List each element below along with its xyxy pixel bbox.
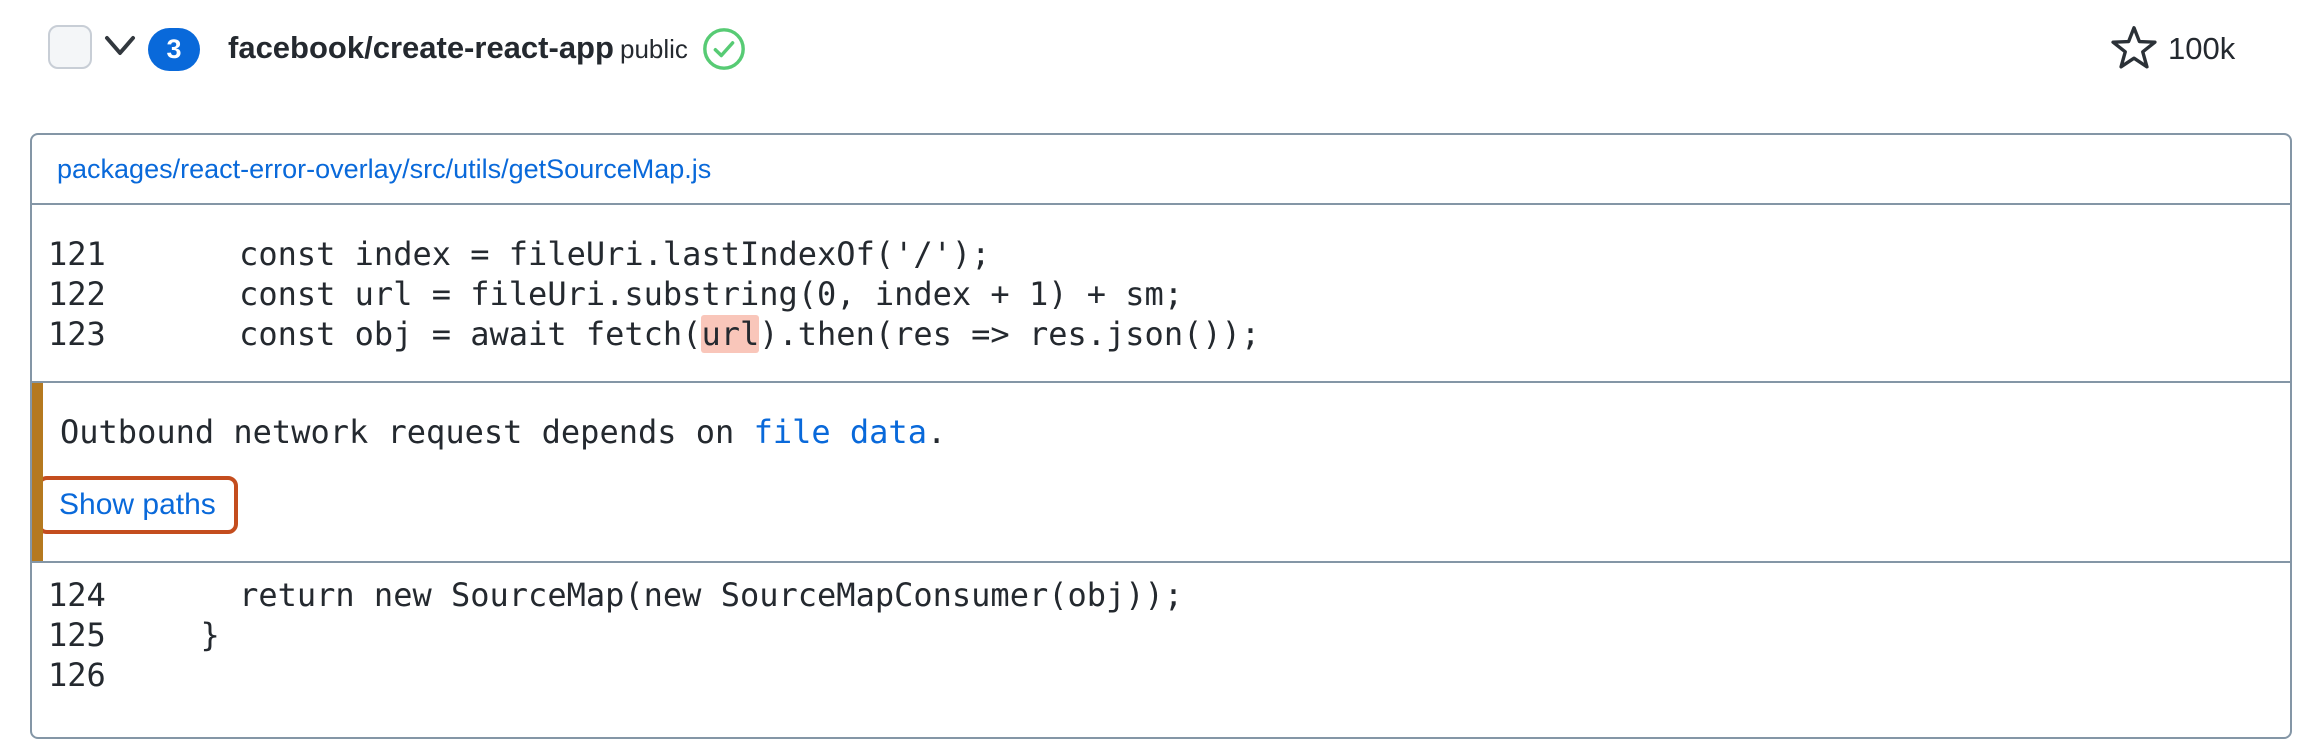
- code-line: 124 return new SourceMap(new SourceMapCo…: [32, 575, 2290, 615]
- code-text: const index = fileUri.lastIndexOf('/');: [162, 235, 991, 273]
- visibility-label: public: [620, 34, 688, 64]
- alert-message-text: Outbound network request depends on: [60, 413, 754, 451]
- code-text: }: [162, 616, 220, 654]
- code-line: 126: [32, 655, 2290, 695]
- file-path-link[interactable]: packages/react-error-overlay/src/utils/g…: [57, 153, 712, 184]
- alert-annotation-box: Outbound network request depends on file…: [32, 381, 2290, 563]
- alert-message: Outbound network request depends on file…: [32, 412, 2290, 452]
- repo-header-row: 3 facebook/create-react-app public 100k: [0, 0, 2320, 96]
- alert-message-period: .: [926, 413, 947, 451]
- code-scanning-alert-card: packages/react-error-overlay/src/utils/g…: [30, 133, 2292, 739]
- code-text-post: ).then(res => res.json());: [759, 315, 1261, 353]
- line-number: 125: [48, 616, 106, 654]
- code-line: 122 const url = fileUri.substring(0, ind…: [32, 274, 2290, 314]
- alert-count-badge: 3: [148, 28, 200, 71]
- check-circle-icon: [703, 28, 745, 70]
- code-line: 121 const index = fileUri.lastIndexOf('/…: [32, 234, 2290, 274]
- code-line: 125 }: [32, 615, 2290, 655]
- highlighted-token: url: [701, 315, 760, 353]
- line-number: 121: [48, 235, 106, 273]
- annotation-highlight-ring: Show paths: [37, 476, 238, 534]
- code-text: const url = fileUri.substring(0, index +…: [162, 275, 1184, 313]
- code-line: 123 const obj = await fetch(url).then(re…: [32, 314, 2290, 354]
- chevron-down-icon[interactable]: [103, 33, 137, 59]
- star-icon: [2111, 26, 2157, 69]
- line-number: 123: [48, 315, 106, 353]
- line-number: 122: [48, 275, 106, 313]
- show-paths-button[interactable]: Show paths: [59, 488, 216, 521]
- line-number: 126: [48, 656, 106, 694]
- repo-name-link[interactable]: facebook/create-react-app: [228, 30, 614, 65]
- file-header: packages/react-error-overlay/src/utils/g…: [32, 135, 2290, 205]
- code-text-pre: const obj = await fetch(: [162, 315, 702, 353]
- star-count: 100k: [2168, 31, 2236, 66]
- code-text: return new SourceMap(new SourceMapConsum…: [162, 576, 1184, 614]
- alert-severity-bar: [32, 383, 43, 561]
- code-snippet-after: 124 return new SourceMap(new SourceMapCo…: [32, 563, 2290, 737]
- file-data-link[interactable]: file data: [753, 413, 927, 451]
- code-snippet-before: 121 const index = fileUri.lastIndexOf('/…: [32, 205, 2290, 381]
- select-checkbox[interactable]: [48, 25, 92, 69]
- code-text: const obj = await fetch(url).then(res =>…: [162, 314, 1260, 354]
- line-number: 124: [48, 576, 106, 614]
